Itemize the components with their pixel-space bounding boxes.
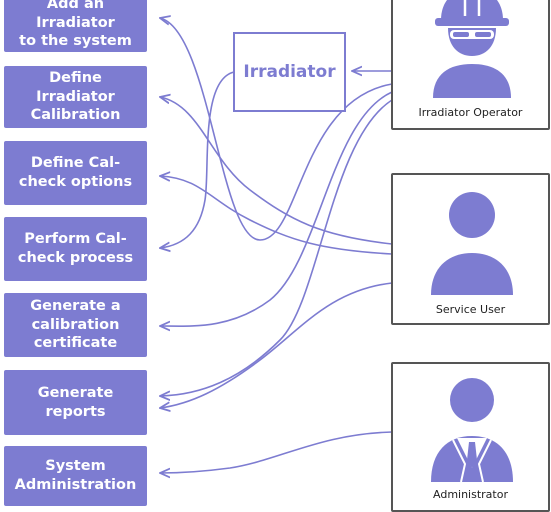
connector-lines [0, 0, 393, 500]
actor-service-user[interactable]: Service User [391, 173, 550, 325]
irradiator-system-label: Irradiator [243, 62, 336, 82]
actor-label-administrator: Administrator [433, 488, 508, 501]
worker-hardhat-icon [433, 0, 511, 98]
edge-service-options [160, 176, 393, 255]
actor-label-operator: Irradiator Operator [418, 106, 523, 119]
edge-admin-system [160, 431, 393, 473]
irradiator-system-box[interactable]: Irradiator [233, 32, 346, 112]
use-case-define-calcheck-options[interactable]: Define Cal-check options [4, 141, 147, 205]
admin-suit-icon [431, 378, 513, 483]
edge-operator-add [160, 18, 393, 241]
edge-service-calibration [160, 97, 393, 245]
edge-operator-certificate [160, 91, 393, 326]
user-icon [431, 192, 513, 295]
use-case-perform-calcheck[interactable]: Perform Cal-check process [4, 217, 147, 281]
edge-service-reports [160, 282, 393, 408]
edge-irradiator-perform [160, 71, 235, 248]
actor-irradiator-operator[interactable]: Irradiator Operator [391, 0, 550, 130]
edge-operator-reports [160, 99, 393, 396]
actor-label-service-user: Service User [435, 303, 506, 316]
actor-administrator[interactable]: Administrator [391, 362, 550, 512]
